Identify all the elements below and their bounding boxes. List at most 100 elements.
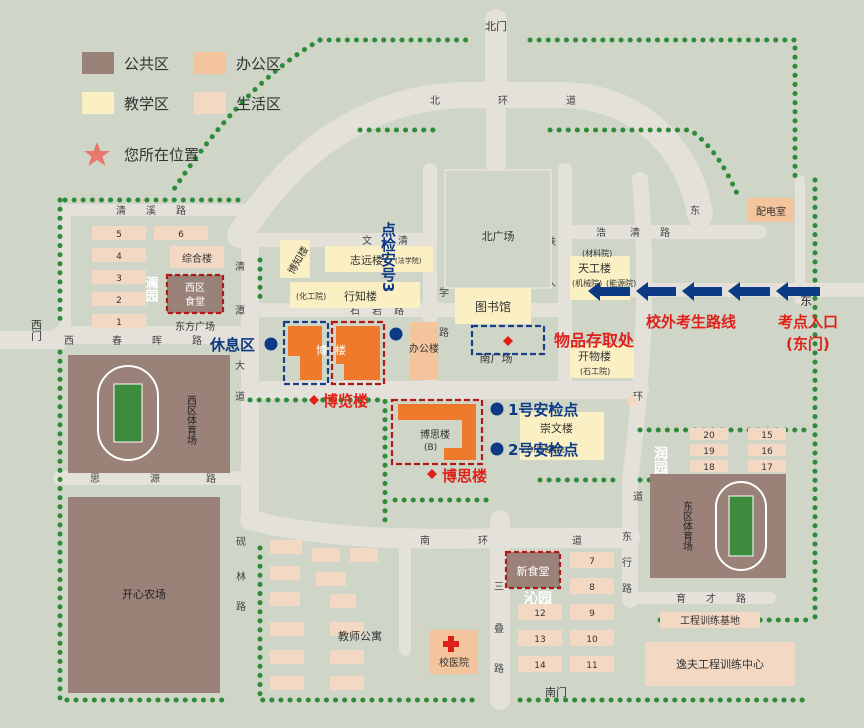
road-label-yanlin-1: 砚: [236, 536, 246, 548]
west-canteen-label-2: 食堂: [185, 295, 205, 308]
route-arrow-icon-1: [588, 282, 630, 301]
south-dorm-10: 10: [586, 635, 598, 645]
road-label-yucai-2: 才: [706, 592, 716, 605]
road-label-shiyan-2: 岩: [372, 304, 382, 317]
bosi-marker-icon: [427, 469, 437, 479]
route-arrows: [588, 282, 820, 301]
bowen-building-outline: [282, 320, 330, 386]
legend-label-living: 生活区: [236, 95, 281, 113]
road-label-yucai-3: 路: [736, 592, 746, 605]
road-label-qingxi-3: 路: [176, 204, 186, 217]
tree-belts: [57, 37, 818, 703]
power-room: [748, 198, 794, 222]
south-dorm-9: 9: [589, 609, 595, 619]
new-canteen-label: 新食堂: [517, 564, 550, 578]
legend-label-you-are-here: 您所在位置: [124, 146, 199, 164]
route-arrow-icon-3: [682, 282, 722, 301]
south-dorm-11: 11: [586, 661, 597, 671]
road-label-yanlin-2: 林: [236, 570, 246, 583]
training-base: [660, 612, 760, 628]
south-gate-label: 南门: [545, 685, 567, 699]
checkpoint2-label: 2号安检点: [508, 441, 578, 459]
entrance-gate-label: (东门): [786, 335, 830, 353]
bosi-inner-label: 博思楼: [420, 428, 450, 441]
east-gym-label: 东区体育场: [681, 500, 693, 552]
lanyuan-label: 澜园: [143, 275, 159, 303]
route-arrow-icon-4: [728, 282, 770, 301]
road-label-shiyan-1: 石: [350, 306, 360, 317]
road-label-west-ave-4: 道: [235, 390, 245, 403]
road-label-siyuan-3: 路: [206, 472, 216, 485]
north-gate-label: 北门: [485, 19, 507, 33]
west-dorm-5: 5: [116, 230, 122, 240]
kaiwu-sub-label: (石工院): [580, 366, 610, 376]
road-label-south-ring-3: 道: [572, 534, 582, 547]
west-gym-field: [113, 383, 143, 443]
bosi-building: [398, 404, 476, 460]
checkpoint3-label: 点检安号3: [379, 222, 397, 292]
chongwen-building: [520, 412, 604, 460]
training-center-label: 逸夫工程训练中心: [676, 657, 764, 671]
route-arrow-icon-2: [636, 282, 676, 301]
zonghe-label: 综合楼: [182, 252, 212, 265]
legend-swatch-public: [82, 52, 114, 74]
road-label-east-ring-1: 东: [690, 204, 700, 217]
route-label: 校外考生路线: [646, 313, 736, 331]
library-building: [455, 288, 531, 324]
storage-marker-icon: [503, 336, 513, 346]
west-dorm-6: 6: [178, 230, 184, 240]
west-canteen: [165, 273, 225, 315]
east-gym-field: [728, 495, 754, 557]
runyuan-label: 润园: [652, 445, 668, 475]
tiangong-sub1-label: (材料院): [582, 248, 612, 258]
legend-swatch-teaching: [82, 92, 114, 114]
road-label-east-ring-3: 道: [633, 490, 643, 503]
road-label-dongxing-3: 路: [622, 582, 632, 595]
south-dorm-13: 13: [534, 635, 545, 645]
library-label: 图书馆: [475, 299, 511, 314]
parking-icon: [628, 396, 638, 406]
road-label-dongxing-2: 行: [622, 556, 632, 569]
west-gate-label: 西门: [30, 319, 43, 342]
bolan-building: [336, 326, 380, 380]
tiangong-sub3-label: (能源院): [606, 278, 636, 288]
kaiwu-label: 开物楼: [578, 349, 611, 363]
west-gym-track: [97, 365, 159, 461]
office-building-label: 办公楼: [409, 342, 439, 355]
rest-area-dot-icon: [264, 337, 278, 351]
hospital-label: 校医院: [439, 656, 469, 669]
bozhi-building: [280, 240, 310, 278]
zhiyuan-label: 志远楼: [350, 253, 383, 267]
bowen-label: 博: [316, 344, 327, 357]
legend-swatch-office: [194, 52, 226, 74]
road-label-xue-2: 路: [439, 326, 449, 339]
checkpoint3-dot-icon: [389, 327, 403, 341]
road-label-haoqing-3: 路: [660, 226, 670, 239]
entrance-label: 考点入口: [778, 313, 838, 331]
teacher-apartments-label: 教师公寓: [338, 629, 382, 643]
road-label-xue-1: 学: [439, 286, 449, 299]
north-square-label: 北广场: [482, 229, 515, 243]
bowen-building: [288, 326, 322, 380]
south-dorms: 7 8 12 9 13 10 14 11: [518, 552, 614, 672]
east-square-label: 东方广场: [175, 320, 215, 333]
storage-area-outline: [470, 324, 546, 356]
chongwen-sub-label: (外国语学院): [527, 445, 568, 454]
kaiwu-building: [570, 344, 634, 378]
legend-label-office: 办公区: [236, 55, 281, 73]
office-building: [410, 322, 438, 380]
road-label-dongxing-1: 东: [622, 530, 632, 543]
bolan-marker-icon: [309, 395, 319, 405]
east-dorms: 20 15 19 16 18 17: [690, 428, 786, 473]
bolan-building-outline: [330, 320, 386, 386]
storage-label: 物品存取处: [554, 331, 635, 350]
road-label-siyuan-1: 思: [90, 473, 100, 485]
east-dorm-18: 18: [703, 463, 715, 473]
legend-label-teaching: 教学区: [124, 95, 169, 113]
east-gym: [650, 474, 786, 578]
west-dorm-1: 1: [116, 318, 122, 328]
road-label-sandie-3: 路: [494, 662, 504, 675]
road-label-chunhui-3: 路: [192, 334, 202, 347]
road-label-south-ring-1: 南: [420, 534, 430, 547]
